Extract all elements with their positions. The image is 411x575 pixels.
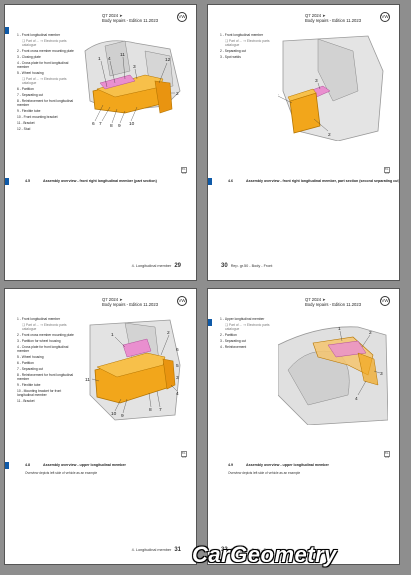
callout-label: 9: [118, 123, 121, 129]
assembly-figure: 1 4 11 12 3 2 6 7 8 9 10: [84, 40, 181, 129]
callout-label: 6: [92, 121, 95, 127]
page-header: Q7 2024 ➤Body repairs - Edition 11.2023: [305, 13, 362, 23]
page-header: Q7 2024 ➤Body repairs - Edition 11.2023: [305, 297, 362, 307]
page-tab-marker: [208, 319, 212, 326]
callout-label: 3: [176, 375, 179, 381]
brand-logo-icon: VW: [380, 12, 390, 22]
callout-label: 4: [355, 396, 358, 402]
callout-label: 2: [167, 330, 170, 336]
callout-label: 8: [110, 123, 113, 129]
manual-page-32: Q7 2024 ➤Body repairs - Edition 11.2023 …: [207, 288, 400, 565]
figure-id: B1-126: [384, 451, 390, 459]
parts-legend: 1 - Front longitudinal member❑ Part of .…: [17, 317, 74, 403]
figure-id: B1-125: [181, 451, 187, 459]
callout-label: 11: [120, 52, 125, 58]
callout-label: 1: [338, 326, 341, 332]
callout-label: 1: [98, 56, 101, 62]
watermark-brand: CarGeometry: [192, 542, 337, 567]
callout-label: 6: [176, 347, 179, 353]
callout-label: 2: [328, 132, 331, 138]
parts-legend: 1 - Front longitudinal member❑ Part of .…: [17, 33, 74, 131]
callout-label: 7: [159, 407, 162, 413]
caption-note: Overview depicts left side of vehicle as…: [25, 471, 98, 475]
figure-id: B1-123: [181, 167, 187, 175]
callout-label: 4: [108, 56, 111, 62]
callout-label: 9: [121, 413, 124, 419]
callout-label: 10: [111, 411, 117, 417]
parts-legend: 1 - Upper longitudinal member❑ Part of .…: [220, 317, 270, 349]
parts-legend: 1 - Front longitudinal member❑ Part of .…: [220, 33, 270, 59]
assembly-figure: 3 1 2: [278, 35, 384, 141]
manual-page-30: Q7 2024 ➤Body repairs - Edition 11.2023 …: [207, 4, 400, 281]
page-header: Q7 2024 ➤Body repairs - Edition 11.2023: [102, 13, 159, 23]
callout-label: 12: [165, 57, 171, 63]
callout-label: 3: [380, 371, 383, 377]
page-tab-marker: [5, 178, 9, 185]
page-header: Q7 2024 ➤Body repairs - Edition 11.2023: [102, 297, 159, 307]
callout-label: 10: [129, 121, 135, 127]
callout-label: 7: [99, 121, 102, 127]
brand-logo-icon: VW: [177, 296, 187, 306]
manual-page-31: Q7 2024 ➤Body repairs - Edition 11.2023 …: [4, 288, 197, 565]
manual-page-29: Q7 2024 ➤Body repairs - Edition 11.2023 …: [4, 4, 197, 281]
figure-id: B1-124: [384, 167, 390, 175]
assembly-figure: 1 2 3 4: [278, 326, 388, 425]
callout-label: 4: [176, 391, 179, 397]
page-tab-marker: [5, 27, 9, 34]
page-tab-marker: [5, 462, 9, 469]
callout-label: 8: [149, 407, 152, 413]
brand-logo-icon: VW: [177, 12, 187, 22]
callout-label: 2: [369, 330, 372, 336]
brand-logo-icon: VW: [380, 296, 390, 306]
page-tab-marker: [208, 178, 212, 185]
callout-label: 3: [133, 64, 136, 70]
callout-label: 2: [176, 91, 179, 97]
callout-label: 11: [85, 377, 90, 383]
callout-label: 1: [278, 91, 279, 97]
assembly-figure: 1 11 2 10 9 8 7 4 5 6 3: [85, 319, 181, 421]
callout-label: 1: [111, 332, 114, 338]
caption-note: Overview depicts left side of vehicle as…: [228, 471, 301, 475]
callout-label: 5: [176, 363, 179, 369]
callout-label: 3: [315, 78, 318, 84]
